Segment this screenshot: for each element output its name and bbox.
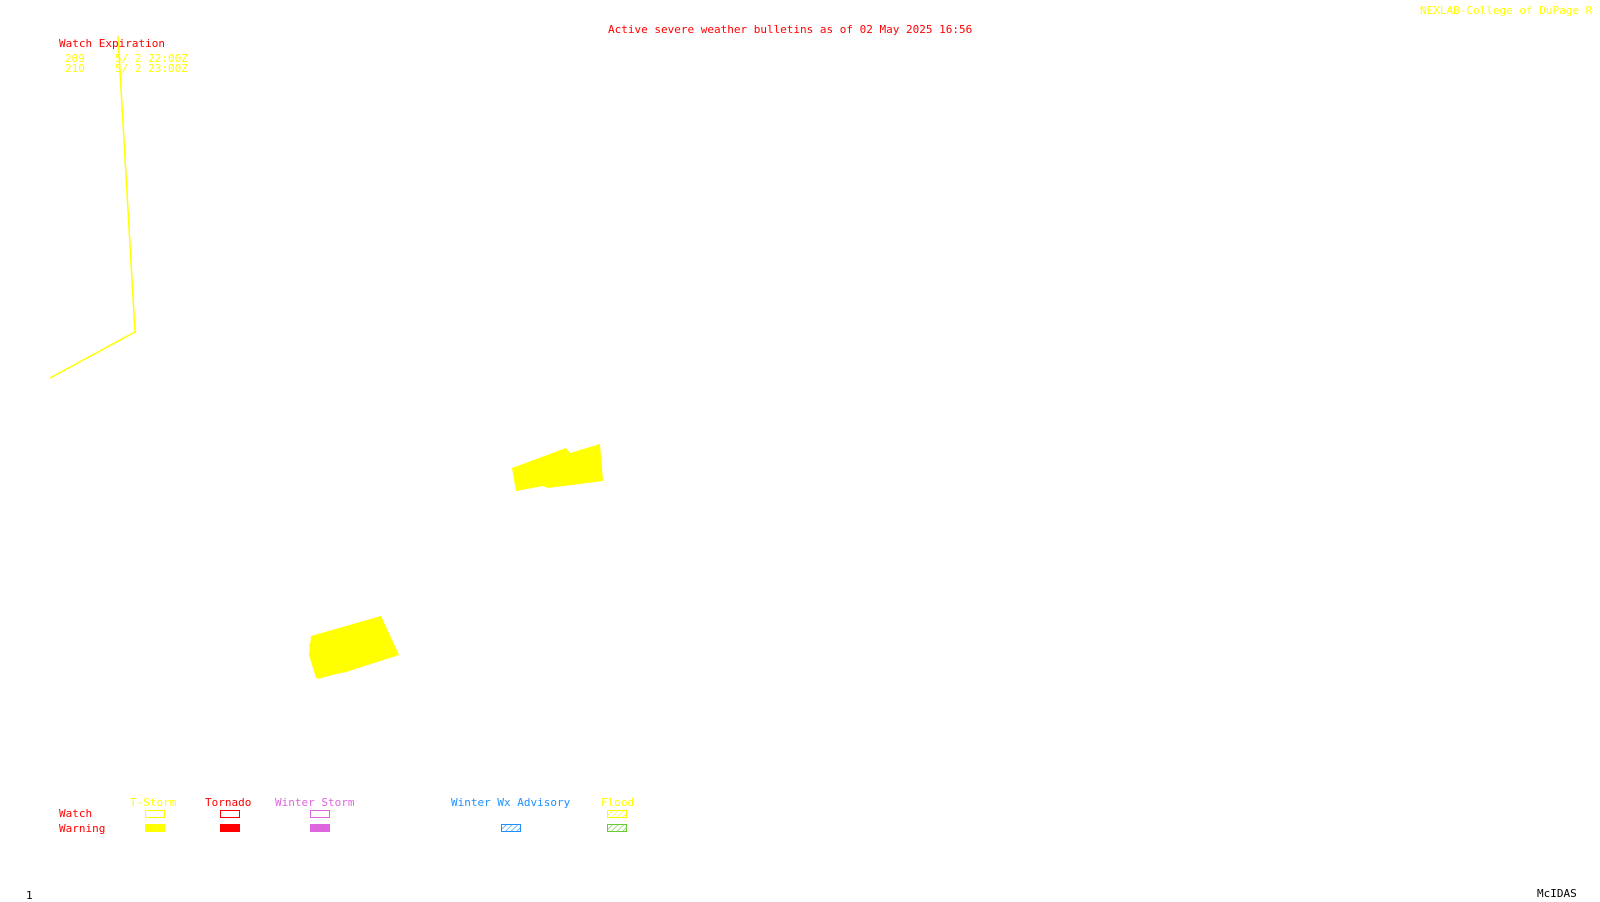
legend-tornado-label: Tornado <box>205 796 252 809</box>
legend-warning-row-label: Warning <box>59 822 106 835</box>
tstorm-warning-polygon <box>512 444 603 491</box>
software-label: McIDAS <box>1537 887 1577 900</box>
watch-expiry-time: 5/ 2 22:00Z <box>115 52 188 65</box>
flood-watch-swatch <box>607 810 627 818</box>
tstorm-warning-polygon <box>309 634 350 679</box>
legend-winter-storm-label: Winter Storm <box>275 796 355 809</box>
credit-label: NEXLAB-College of DuPage R <box>1420 4 1593 17</box>
tstorm-watch-swatch <box>145 810 165 818</box>
tornado-watch-swatch <box>220 810 240 818</box>
legend-winter-wx-advisory-label: Winter Wx Advisory <box>451 796 571 809</box>
legend-tstorm-label: T-Storm <box>130 796 177 809</box>
winter-storm-warning-swatch <box>310 824 330 832</box>
flood-warning-swatch <box>607 824 627 832</box>
watch-id: 209 <box>65 52 85 65</box>
bulletin-title: Active severe weather bulletins as of 02… <box>608 23 973 36</box>
legend-watch-row-label: Watch <box>59 807 93 820</box>
watch-expiration-heading: Watch Expiration <box>59 37 165 50</box>
tornado-warning-swatch <box>220 824 240 832</box>
tstorm-watch-boundary <box>49 35 136 379</box>
winter-wx-advisory-swatch <box>501 824 521 832</box>
watch-expiry-time: 5/ 2 23:00Z <box>115 62 188 75</box>
tstorm-warning-swatch <box>145 824 165 832</box>
frame-number: 1 <box>26 889 33 902</box>
watch-id: 210 <box>65 62 85 75</box>
winter-storm-watch-swatch <box>310 810 330 818</box>
legend-flood-label: Flood <box>601 796 635 809</box>
